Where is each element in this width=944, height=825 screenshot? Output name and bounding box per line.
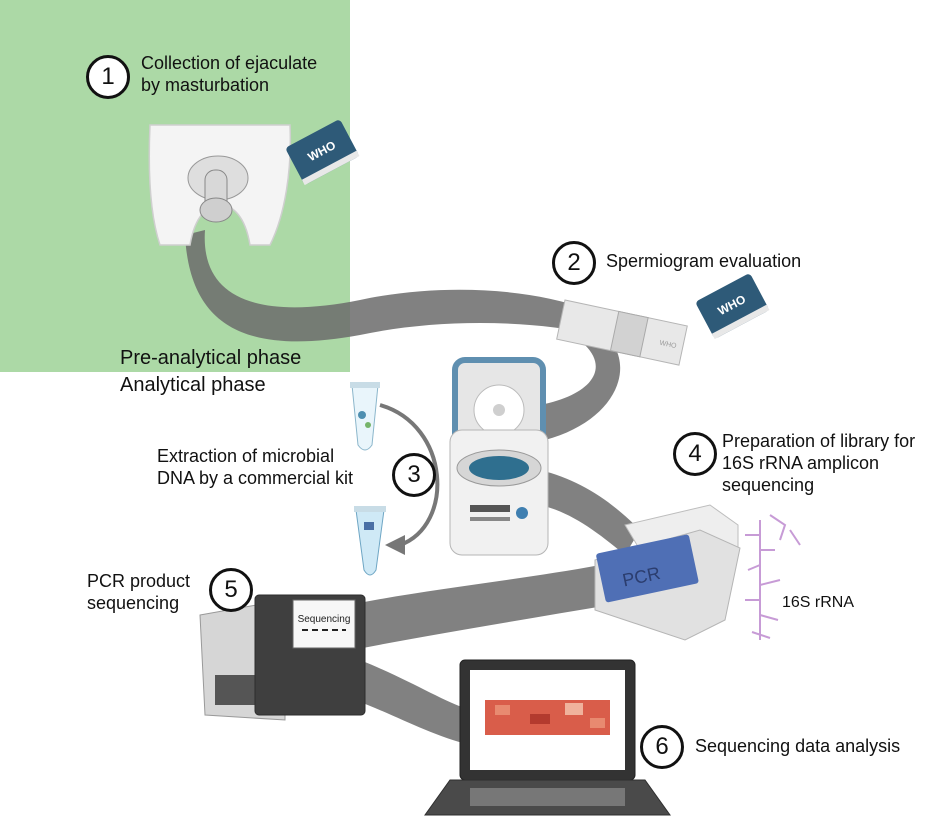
who-book-icon: WHO	[286, 120, 360, 186]
step-6-number: 6	[640, 725, 684, 769]
step-4-number: 4	[673, 432, 717, 476]
tube-icon-2	[354, 506, 386, 576]
analytical-label: Analytical phase	[120, 374, 266, 396]
pelvis-illustration	[148, 124, 292, 246]
step-4-label-line1: Preparation of library for	[722, 431, 916, 451]
step-4-label-line3: sequencing	[722, 475, 815, 495]
sequencer-icon: Sequencing	[199, 594, 366, 721]
microscope-slide-icon: WHO	[556, 299, 688, 366]
step-1-label: Collection of ejaculate by masturbation	[141, 52, 317, 96]
step-1-number: 1	[86, 55, 130, 99]
centrifuge-icon	[449, 357, 549, 556]
step-4-label-line2: 16S rRNA amplicon	[722, 453, 880, 473]
who-book-icon-2: WHO	[696, 274, 770, 340]
step-1-label-line1: Collection of ejaculate	[141, 53, 318, 73]
flow-ribbon-4	[350, 565, 610, 650]
step-3-label: Extraction of microbial DNA by a commerc…	[157, 445, 353, 489]
step-5-label: PCR product sequencing	[87, 570, 190, 614]
step-6-label-line1: Sequencing data analysis	[695, 736, 901, 756]
extraction-arrowhead	[385, 535, 405, 555]
rrna-structure-icon	[745, 514, 801, 640]
pre-analytical-label: Pre-analytical phase	[120, 347, 302, 369]
step-2-number: 2	[552, 241, 596, 285]
laptop-heatmap-icon	[424, 659, 671, 816]
step-2-label: Spermiogram evaluation	[606, 250, 801, 272]
svg-text:WHO: WHO	[659, 340, 678, 351]
step-2-label-line1: Spermiogram evaluation	[606, 251, 802, 271]
step-3-label-line2: DNA by a commercial kit	[157, 468, 354, 488]
step-3-number: 3	[392, 453, 436, 497]
step-5-number: 5	[209, 568, 253, 612]
flow-ribbon-2	[540, 330, 621, 440]
step-6-label: Sequencing data analysis	[695, 735, 900, 757]
extraction-arrow	[379, 403, 440, 547]
flow-ribbon-3	[540, 470, 640, 555]
pcr-thermocycler-icon: PCR	[594, 504, 741, 641]
step-1-label-line2: by masturbation	[141, 75, 270, 95]
tube-icon-1	[350, 382, 380, 451]
step-5-label-line1: PCR product	[87, 571, 191, 591]
step-4-label: Preparation of library for 16S rRNA ampl…	[722, 430, 915, 496]
rrna-label: 16S rRNA	[782, 594, 855, 611]
svg-text:Sequencing: Sequencing	[298, 614, 351, 625]
flow-ribbon-1	[185, 230, 600, 342]
step-3-label-line1: Extraction of microbial	[157, 446, 335, 466]
flow-ribbon-5	[355, 660, 470, 745]
step-5-label-line2: sequencing	[87, 593, 180, 613]
